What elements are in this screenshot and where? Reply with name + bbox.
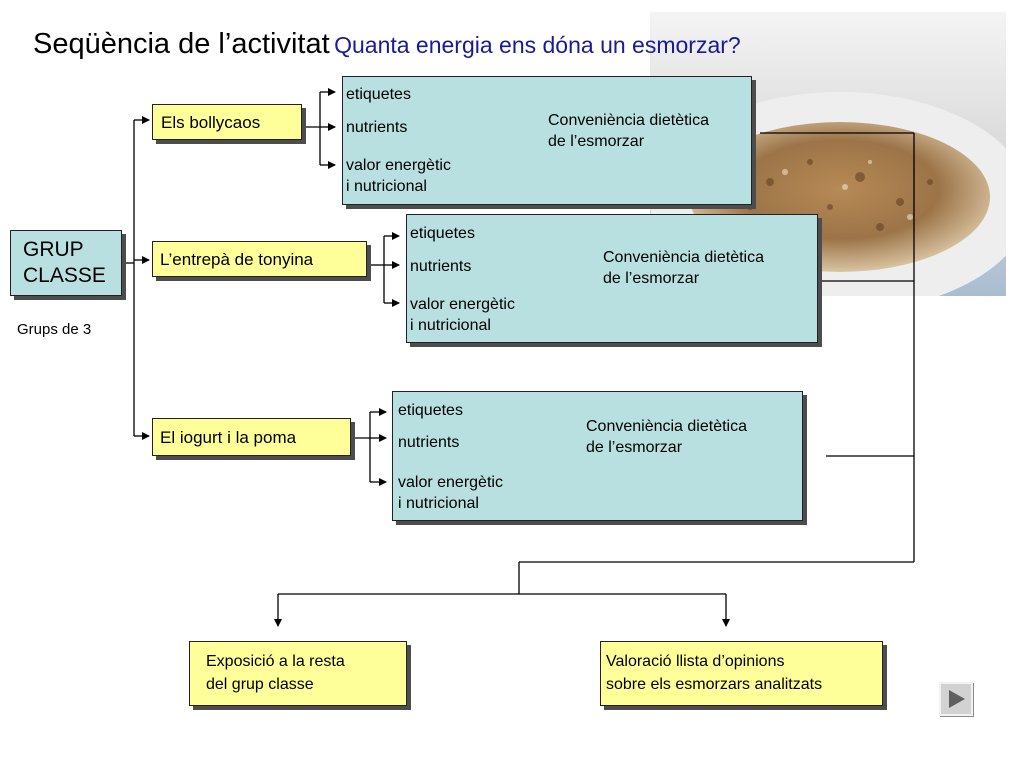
branch-label-text: L’entrepà de tonyina — [160, 250, 314, 269]
criterion-valor-energetic: valor energètic i nutricional — [398, 474, 503, 512]
criterion-nutrients: nutrients — [346, 119, 408, 136]
grup-classe-label: GRUP CLASSE — [23, 238, 106, 287]
title-subtitle: Quanta energia ens dóna un esmorzar? — [334, 32, 741, 58]
criterion-valor-energetic: valor energètic i nutricional — [410, 296, 515, 334]
play-next-icon — [949, 690, 965, 708]
groups-note: Grups de 3 — [17, 321, 92, 338]
criteria-panel-iogurt: etiquetes nutrients valor energètic i nu… — [392, 391, 803, 521]
outcome-valoracio: Valoració llista d’opinions sobre els es… — [600, 641, 883, 706]
outcome-exposicio: Exposició a la resta del grup classe — [189, 641, 407, 706]
criterion-etiquetes: etiquetes — [398, 402, 463, 419]
criteria-panel-entrepa: etiquetes nutrients valor energètic i nu… — [406, 214, 818, 343]
grup-classe-box: GRUP CLASSE — [10, 230, 122, 296]
criterion-etiquetes: etiquetes — [410, 225, 475, 242]
conclusion-text: Conveniència dietètica de l’esmorzar — [548, 112, 709, 150]
branch-label-text: El iogurt i la poma — [160, 428, 297, 447]
conclusion-text: Conveniència dietètica de l’esmorzar — [586, 418, 747, 456]
next-slide-button[interactable] — [939, 682, 973, 716]
criterion-valor-energetic: valor energètic i nutricional — [346, 157, 451, 195]
title-main: Seqüència de l’activitat — [33, 28, 330, 60]
outcome-text: Exposició a la resta del grup classe — [206, 653, 345, 693]
branch-label-entrepa: L’entrepà de tonyina — [152, 241, 367, 277]
branch-label-text: Els bollycaos — [161, 113, 261, 132]
branch-label-iogurt: El iogurt i la poma — [152, 418, 351, 456]
conclusion-text: Conveniència dietètica de l’esmorzar — [603, 249, 764, 287]
branch-label-bollycaos: Els bollycaos — [152, 104, 302, 140]
criteria-panel-bollycaos: etiquetes nutrients valor energètic i nu… — [342, 76, 752, 205]
criterion-etiquetes: etiquetes — [346, 86, 411, 103]
outcome-text: Valoració llista d’opinions sobre els es… — [606, 653, 823, 693]
slide-title: Seqüència de l’activitat Quanta energia … — [33, 28, 741, 61]
criterion-nutrients: nutrients — [398, 434, 460, 451]
criterion-nutrients: nutrients — [410, 258, 472, 275]
